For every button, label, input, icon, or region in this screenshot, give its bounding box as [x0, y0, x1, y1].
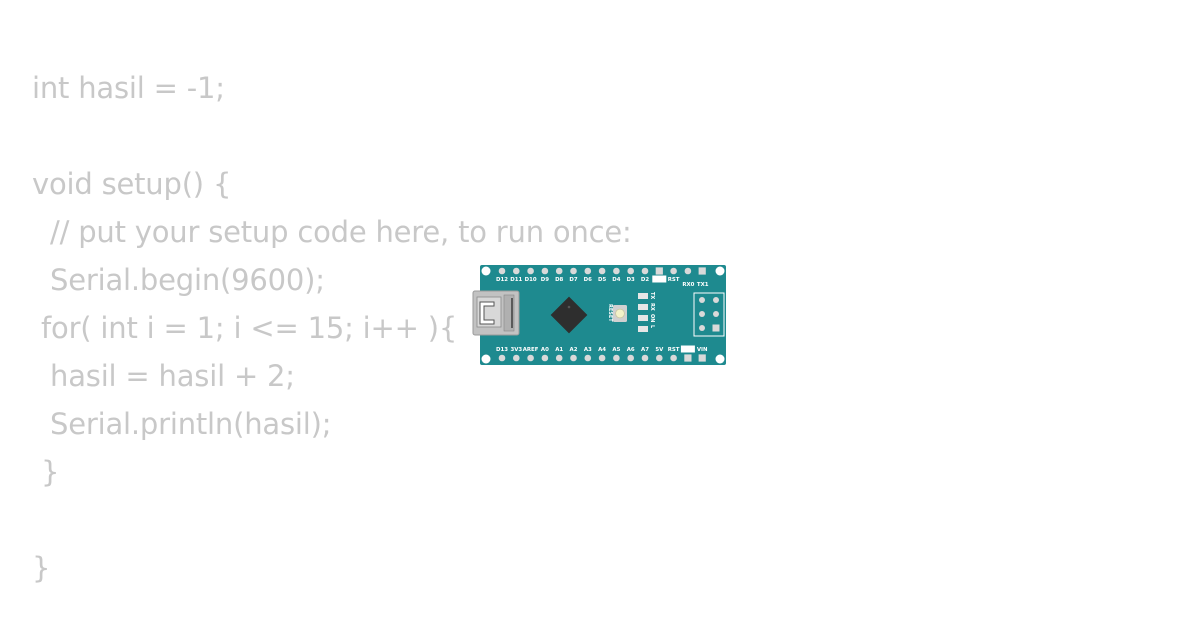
pin-label-gnd: GND — [681, 347, 695, 353]
pin-pad[interactable] — [613, 267, 620, 275]
pin-pad[interactable] — [641, 354, 649, 362]
pin-label-d12: D12 — [496, 277, 508, 283]
pin-pad[interactable] — [655, 267, 663, 275]
pin-label-a7: A7 — [641, 347, 649, 353]
pin-pad[interactable] — [570, 267, 577, 275]
gnd-label-background — [652, 275, 667, 283]
led-label-rx: RX — [649, 303, 655, 311]
pin-label-d2: D2 — [641, 277, 649, 283]
pin-label-a2: A2 — [570, 347, 578, 353]
microcontroller-chip — [550, 296, 588, 334]
pin-label-rx0: RX0 — [682, 282, 694, 288]
pin-pad[interactable] — [527, 354, 534, 362]
usb-socket-icon — [479, 301, 495, 325]
pin-label-5v: 5V — [655, 347, 664, 353]
pcb — [480, 265, 726, 365]
pin-label-d7: D7 — [569, 277, 577, 283]
pin-pad[interactable] — [684, 267, 692, 275]
pin-pad[interactable] — [584, 354, 592, 362]
led-tx — [638, 293, 648, 299]
pin-pad[interactable] — [598, 267, 606, 275]
mount-hole — [481, 266, 491, 276]
pin-pad[interactable] — [684, 354, 692, 362]
pin-label-d4: D4 — [612, 277, 620, 283]
usb-shell — [503, 294, 515, 332]
led-label-l: L — [649, 325, 655, 329]
pin-label-gnd: GND — [653, 277, 667, 283]
top-pin-row — [498, 267, 706, 275]
pin-label-d3: D3 — [627, 277, 635, 283]
pin-label-d11: D11 — [510, 277, 522, 283]
pin-pad[interactable] — [598, 354, 606, 362]
pin-label-tx1: TX1 — [697, 282, 709, 288]
mount-hole — [481, 354, 491, 364]
code-line: int hasil = -1; — [32, 71, 225, 105]
pin-pad[interactable] — [670, 354, 677, 362]
pin-label-d13: D13 — [496, 347, 508, 353]
pin-pad[interactable] — [555, 267, 563, 275]
pin-label-d10: D10 — [525, 277, 537, 283]
led-rx — [638, 304, 648, 310]
pin-pad[interactable] — [656, 354, 663, 362]
pin-pad[interactable] — [613, 354, 620, 362]
reset-button-cap — [615, 308, 625, 319]
led-label-tx: TX — [649, 292, 655, 299]
pin-pad[interactable] — [498, 267, 506, 275]
pin-pad[interactable] — [584, 267, 592, 275]
pin-pad[interactable] — [555, 354, 563, 362]
code-line: Serial.println(hasil); — [32, 407, 332, 441]
pin-label-vin: VIN — [697, 347, 708, 353]
code-line: // put your setup code here, to run once… — [32, 215, 632, 249]
pin-pad[interactable] — [527, 267, 534, 275]
pin-label-a6: A6 — [627, 347, 635, 353]
led-on — [638, 315, 648, 321]
code-line: void setup() { — [32, 167, 232, 201]
icsp-pins — [699, 297, 720, 332]
icsp-header — [693, 292, 725, 337]
pin-label-a4: A4 — [598, 347, 606, 353]
pin-pad[interactable] — [498, 354, 506, 362]
pin-label-a0: A0 — [541, 347, 549, 353]
pin-label-aref: AREF — [523, 347, 539, 353]
pin-label-d9: D9 — [541, 277, 549, 283]
pin-pad[interactable] — [627, 354, 634, 362]
bottom-pin-row — [498, 354, 706, 362]
led-l — [638, 326, 648, 332]
mount-hole — [715, 354, 725, 364]
pin-label-rst: RST — [668, 277, 680, 283]
pin-pad[interactable] — [698, 267, 706, 275]
pin-label-d8: D8 — [555, 277, 563, 283]
code-line: for( int i = 1; i <= 15; i++ ){ — [32, 311, 458, 345]
chip-dot — [567, 305, 571, 309]
mount-hole — [715, 266, 725, 276]
pin-label-a3: A3 — [584, 347, 592, 353]
pin-label-a5: A5 — [612, 347, 620, 353]
pin-pad[interactable] — [513, 267, 520, 275]
code-line: Serial.begin(9600); — [32, 263, 325, 297]
reset-label: RESET — [607, 304, 613, 322]
code-line: hasil = hasil + 2; — [32, 359, 295, 393]
pin-pad[interactable] — [513, 354, 520, 362]
led-label-on: ON — [649, 314, 655, 322]
pin-label-d6: D6 — [584, 277, 592, 283]
pin-pad[interactable] — [541, 267, 549, 275]
pin-label-3v3: 3V3 — [510, 347, 522, 353]
pin-pad[interactable] — [641, 267, 649, 275]
code-line: } — [32, 455, 60, 489]
gnd-label-background — [680, 345, 695, 353]
pin-pad[interactable] — [627, 267, 634, 275]
pin-label-d5: D5 — [598, 277, 606, 283]
code-line: } — [32, 551, 51, 585]
pin-label-rst: RST — [668, 347, 680, 353]
pin-pad[interactable] — [570, 354, 577, 362]
pin-pad[interactable] — [670, 267, 677, 275]
pin-pad[interactable] — [698, 354, 706, 362]
pin-label-a1: A1 — [555, 347, 563, 353]
pin-pad[interactable] — [541, 354, 549, 362]
